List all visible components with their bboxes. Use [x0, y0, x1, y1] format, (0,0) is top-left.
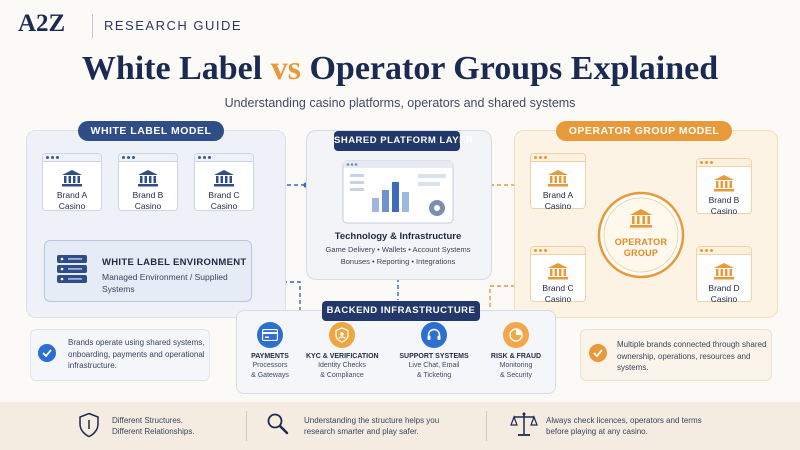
wl-brand-a-label: Brand A Casino [56, 190, 88, 211]
operator-group-pill: OPERATOR GROUP MODEL [556, 121, 732, 141]
wl-brand-b-card: Brand B Casino [118, 153, 178, 211]
payments-desc: Processors & Gateways [251, 362, 289, 379]
dashboard-icon [342, 160, 454, 224]
backend-item-support: SUPPORT SYSTEMS Live Chat, Email & Ticke… [398, 322, 470, 380]
footer-bar [0, 402, 800, 450]
page-title: White Label vs Operator Groups Explained [0, 50, 800, 88]
wl-brand-c-label: Brand C Casino [208, 190, 240, 211]
bank-icon [548, 170, 568, 187]
op-brand-b-label: Brand B Casino [708, 195, 740, 216]
pie-chart-icon [503, 322, 529, 348]
header-divider [92, 14, 93, 38]
operator-note [580, 329, 772, 381]
server-icon [57, 255, 87, 283]
wl-env-text: Managed Environment / Supplied Systems [102, 272, 228, 294]
support-title: SUPPORT SYSTEMS [399, 353, 469, 360]
backend-item-payments: PAYMENTS Processors & Gateways [234, 322, 306, 380]
op-brand-a-label: Brand A Casino [542, 190, 574, 211]
operator-group-label: OPERATOR GROUP [614, 237, 668, 258]
bank-icon [62, 170, 82, 187]
footer-text-3: Always check licences, operators and ter… [546, 416, 702, 436]
shared-platform-pill: SHARED PLATFORM LAYER [334, 131, 473, 151]
bank-icon [548, 263, 568, 280]
op-brand-c-label: Brand C Casino [542, 283, 574, 304]
footer-text-1: Different Structures. Different Relation… [112, 416, 195, 436]
white-label-pill: WHITE LABEL MODEL [78, 121, 224, 141]
shared-line-1: Game Delivery • Wallets • Account System… [325, 245, 471, 254]
check-icon [589, 344, 607, 362]
op-brand-a-card: Brand A Casino [530, 153, 586, 211]
shared-title: Technology & Infrastructure [334, 231, 462, 242]
check-icon [38, 344, 56, 362]
backend-panel [236, 310, 556, 394]
bank-icon [214, 170, 234, 187]
backend-item-kyc: KYC & VERIFICATION Identity Checks & Com… [306, 322, 379, 380]
footer-text-2: Understanding the structure helps you re… [304, 416, 440, 436]
wl-brand-b-label: Brand B Casino [132, 190, 164, 211]
op-brand-d-label: Brand D Casino [708, 283, 740, 304]
card-icon [257, 322, 283, 348]
kyc-desc: Identity Checks & Compliance [318, 362, 366, 379]
op-brand-c-card: Brand C Casino [530, 246, 586, 304]
white-label-note [30, 329, 210, 381]
bank-icon [714, 263, 734, 280]
risk-desc: Monitoring & Security [499, 362, 533, 379]
kyc-title: KYC & VERIFICATION [306, 353, 379, 360]
risk-title: RISK & FRAUD [490, 353, 542, 360]
title-part-3: Operator Groups Explained [309, 50, 719, 87]
support-desc: Live Chat, Email & Ticketing [408, 362, 460, 379]
bank-icon [138, 170, 158, 187]
op-brand-b-card: Brand B Casino [696, 158, 752, 216]
footer-divider [486, 411, 487, 441]
header-tag: RESEARCH GUIDE [104, 18, 243, 33]
shared-line-2: Bonuses • Reporting • Integrations [340, 257, 456, 266]
payments-title: PAYMENTS [251, 353, 289, 360]
bank-icon [714, 175, 734, 192]
page-subtitle: Understanding casino platforms, operator… [224, 96, 576, 110]
op-brand-d-card: Brand D Casino [696, 246, 752, 304]
backend-pill: BACKEND INFRASTRUCTURE [322, 301, 480, 321]
footer-divider [246, 411, 247, 441]
operator-group-hub [597, 191, 685, 279]
magnifier-icon [267, 413, 289, 435]
brand-logo: A2Z [18, 10, 66, 37]
scales-icon [510, 412, 538, 436]
shield-icon [79, 412, 99, 438]
headset-icon [421, 322, 447, 348]
wl-note-text: Brands operate using shared systems, onb… [68, 338, 205, 370]
wl-brand-a-card: Brand A Casino [42, 153, 102, 211]
title-vs: vs [270, 50, 301, 87]
wl-env-title: WHITE LABEL ENVIRONMENT [102, 257, 247, 268]
op-note-text: Multiple brands connected through shared… [617, 340, 767, 372]
id-shield-icon [329, 322, 355, 348]
backend-item-risk: RISK & FRAUD Monitoring & Security [480, 322, 552, 380]
title-part-1: White Label [81, 50, 263, 87]
wl-brand-c-card: Brand C Casino [194, 153, 254, 211]
